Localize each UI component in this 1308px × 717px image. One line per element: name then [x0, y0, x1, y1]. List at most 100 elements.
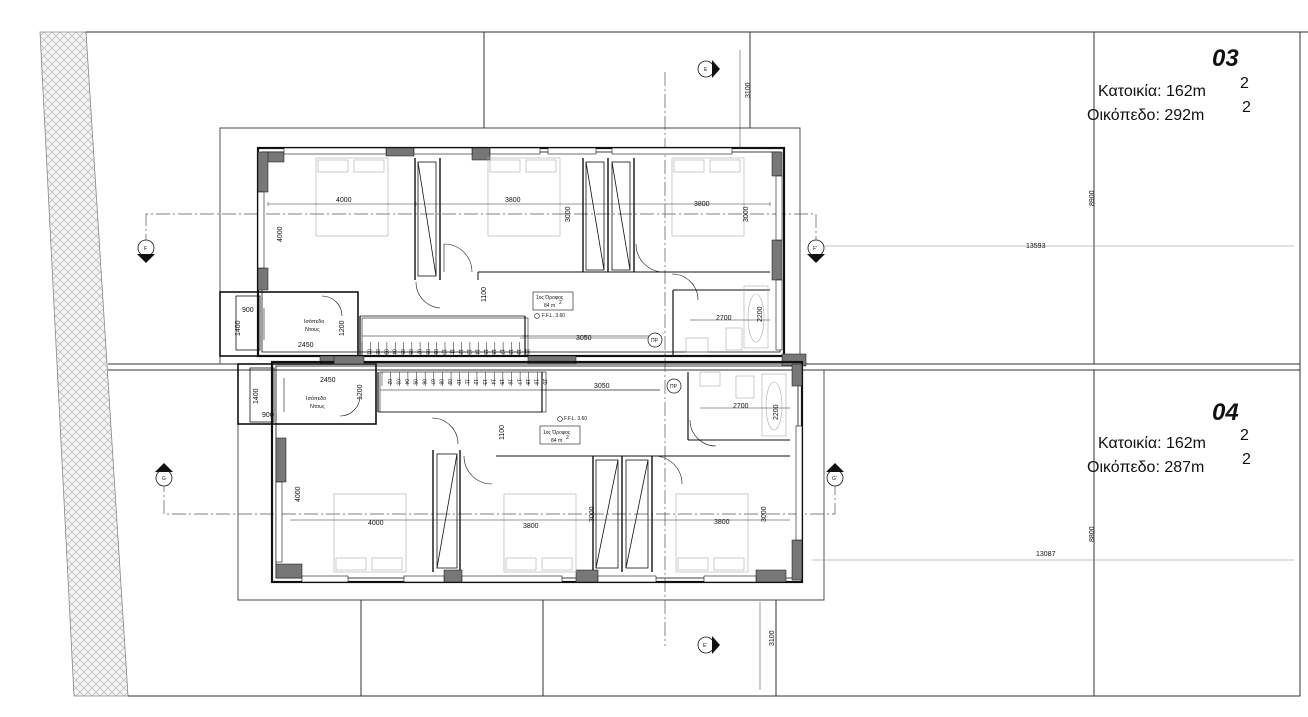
- unit-03-walls: [256, 146, 786, 358]
- dim-text: 4000: [277, 226, 284, 242]
- dim-text: 3100: [745, 82, 752, 98]
- unit-04-plot-area: Οικόπεδο: 287m: [1087, 459, 1204, 476]
- unit-04-door-swings: [339, 395, 717, 485]
- ffl-label: F.F.L. 3.60: [542, 313, 565, 319]
- stair-step-number: 14: [474, 349, 480, 355]
- stair-step-number: 08: [424, 349, 430, 355]
- dim-text: 1400: [253, 388, 260, 404]
- unit-03-wardrobes: [417, 161, 631, 277]
- stair-step-number: 19: [515, 349, 521, 355]
- stair-step-number: 12: [457, 349, 463, 355]
- dim-text: 2450: [320, 377, 336, 384]
- unit-04-windows: [275, 425, 803, 583]
- section-marker-F: F: [137, 239, 155, 263]
- stair-step-number: 19: [533, 379, 539, 385]
- unit-04-beds: [333, 371, 787, 573]
- floor-tag-box: [532, 291, 574, 311]
- floor-tag-area-sup: 2: [559, 300, 562, 306]
- svg-text:G: G: [162, 476, 166, 482]
- unit-03-plot-area: Οικόπεδο: 292m: [1087, 107, 1204, 124]
- section-marker-E-prime: E': [697, 636, 720, 654]
- stair-step-number: 16: [507, 379, 513, 385]
- shower-label-line2: Ντους: [310, 404, 325, 410]
- stair-step-number: 09: [446, 379, 452, 385]
- stair-step-number: 05: [412, 379, 418, 385]
- stair-step-number: 17: [498, 349, 504, 355]
- stair-step-number: 18: [524, 379, 530, 385]
- stair-step-number: 11: [464, 379, 470, 384]
- unit-03-shower-block: [219, 291, 359, 357]
- unit-03-plot-area-sup: 2: [1242, 99, 1251, 116]
- dim-text: 3050: [594, 383, 610, 390]
- unit-04-columns: [275, 355, 803, 583]
- dim-text: 13593: [1026, 243, 1046, 250]
- unit-03-house-area-sup: 2: [1240, 75, 1249, 92]
- dim-text: 3800: [505, 197, 521, 204]
- dim-text: 3800: [694, 201, 710, 208]
- dim-text: 1400: [235, 320, 242, 336]
- floor-tag-name: 1ος Όροφος: [536, 295, 564, 301]
- stair-step-number: 20: [541, 379, 547, 385]
- stair-step-number: 15: [482, 349, 488, 355]
- stair-step-number: 07: [429, 379, 435, 385]
- pr-tag-circle: [666, 378, 682, 394]
- stair-step-number: 12: [472, 379, 478, 385]
- unit-04-shower-block: [237, 363, 377, 425]
- unit-03-number: 03: [1212, 45, 1239, 72]
- dim-text: 2200: [757, 306, 764, 322]
- unit-04-walls: [270, 360, 804, 584]
- svg-text:E: E: [704, 67, 708, 73]
- stair-step-number: 08: [438, 379, 444, 385]
- svg-text:F': F': [813, 246, 817, 252]
- shower-label-line1: Ισόπεδο: [306, 395, 326, 402]
- stair-step-number: 09: [432, 349, 438, 355]
- stair-step-number: 07: [415, 349, 421, 355]
- section-marker-E: E: [697, 60, 720, 78]
- shower-label-line2: Ντους: [305, 327, 320, 333]
- dim-text: 3000: [761, 506, 768, 522]
- stair-step-number: 13: [465, 349, 471, 355]
- stair-step-number: 18: [507, 349, 513, 355]
- dim-text: 4000: [295, 486, 302, 502]
- stair-step-number: 13: [481, 379, 487, 385]
- section-marker-G: G: [155, 463, 173, 487]
- dim-text: 1200: [339, 320, 346, 336]
- stair-step-number: 11: [449, 349, 455, 354]
- dim-text: 3000: [589, 506, 596, 522]
- stair-step-number: 06: [420, 379, 426, 385]
- dim-text: 2200: [773, 404, 780, 420]
- dim-text: 2450: [298, 342, 314, 349]
- stair-step-number: 20: [523, 349, 529, 355]
- dim-text: 13087: [1036, 551, 1056, 558]
- stair-step-number: 02: [374, 349, 380, 355]
- ffl-label: F.F.L. 3.60: [564, 416, 587, 422]
- dim-text: 3100: [769, 630, 776, 646]
- dim-text: 1100: [499, 425, 506, 440]
- stair-step-number: 15: [498, 379, 504, 385]
- unit-03-columns: [257, 147, 807, 367]
- dimension-lines: [267, 50, 790, 690]
- level-marker-icon: [557, 416, 563, 422]
- dim-text: 3800: [523, 523, 539, 530]
- dim-text: 3000: [743, 206, 750, 222]
- pr-tag-circle: [647, 332, 663, 348]
- svg-text:G': G': [832, 476, 837, 482]
- dim-text: 1200: [357, 384, 364, 400]
- floor-tag-name: 1ος Όροφος: [543, 430, 571, 436]
- shower-label-line1: Ισόπεδο: [304, 318, 324, 325]
- unit-03-door-swings: [321, 243, 699, 317]
- unit-04-number: 04: [1212, 399, 1239, 426]
- stair-step-number: 03: [382, 349, 388, 355]
- stair-step-number: 10: [455, 379, 461, 385]
- stair-step-number: 17: [515, 379, 521, 385]
- pr-tag-label: ΠΡ: [651, 338, 659, 344]
- stair-step-number: 04: [403, 379, 409, 385]
- dim-text: 8900: [1089, 190, 1096, 206]
- stair-step-number: 06: [407, 349, 413, 355]
- dim-text: 2700: [716, 315, 732, 322]
- dim-text: 3000: [565, 206, 572, 222]
- section-lines: [145, 72, 836, 646]
